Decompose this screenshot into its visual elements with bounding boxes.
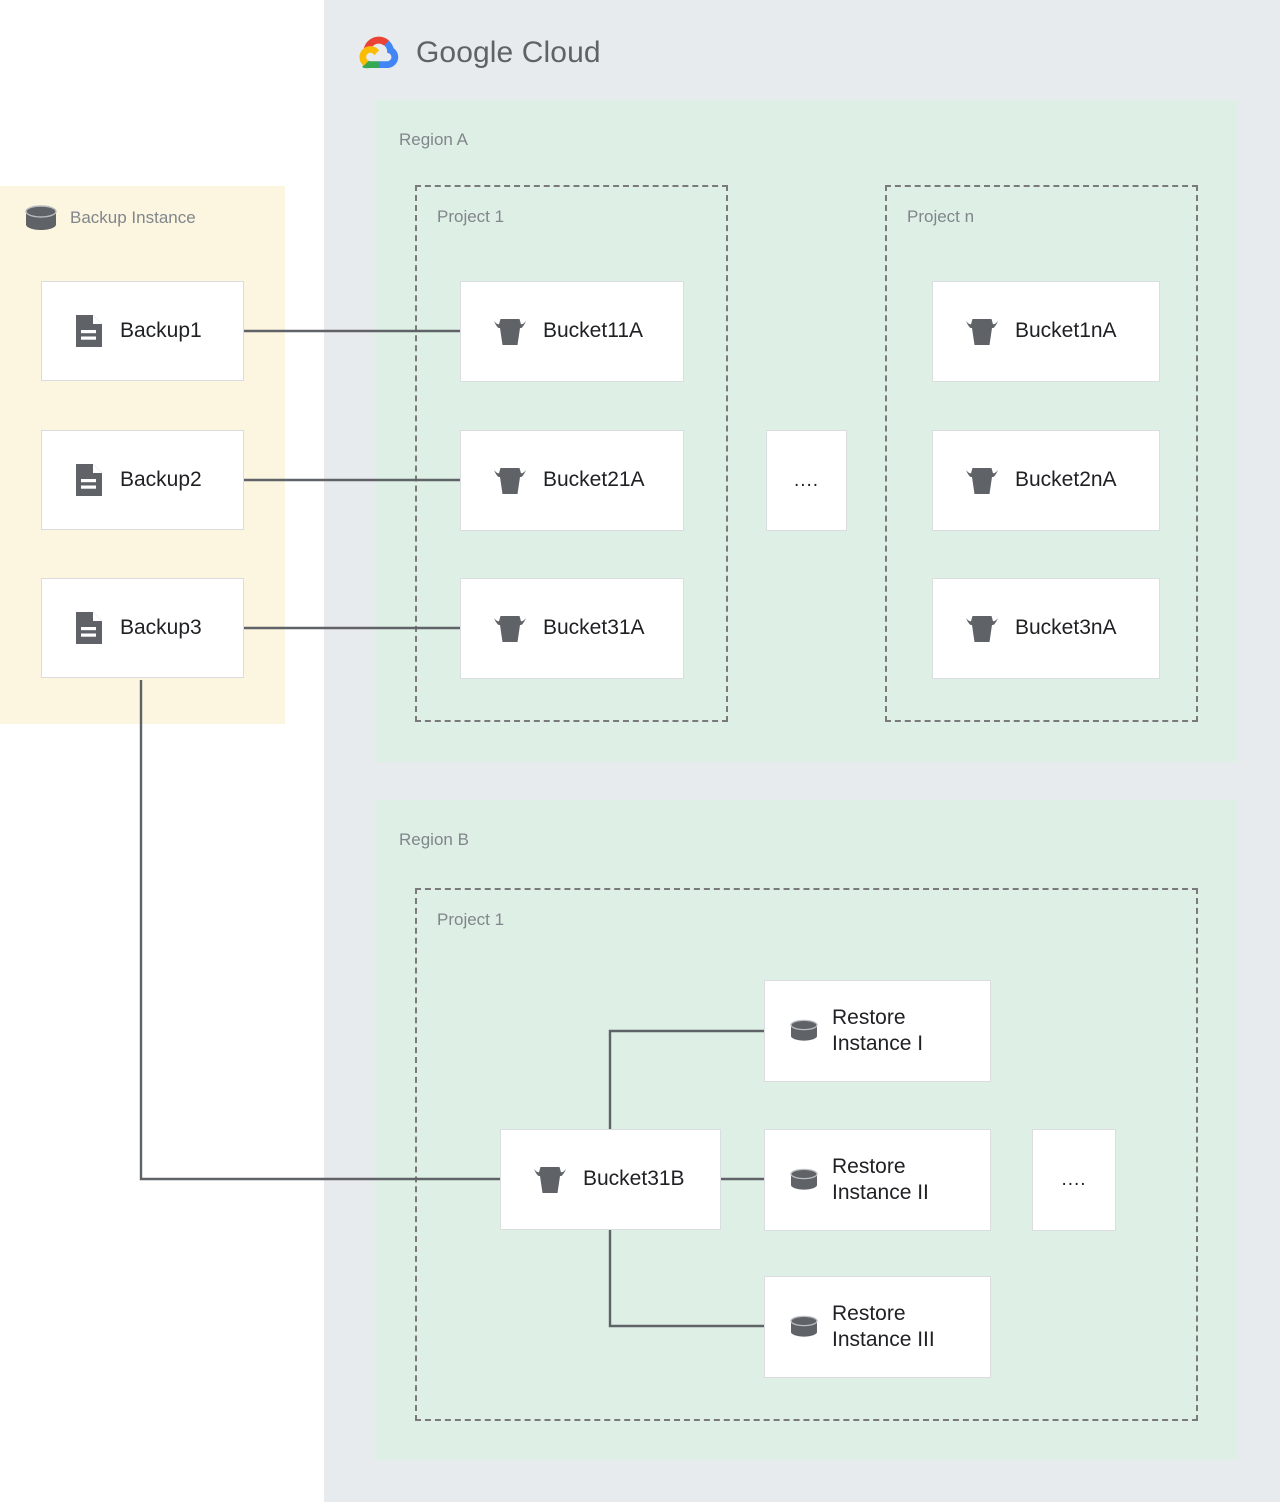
project-1-region-a-label: Project 1 <box>437 207 505 226</box>
node-bucket31b[interactable]: Bucket31B <box>500 1129 721 1230</box>
database-cylinder-icon <box>790 1315 818 1337</box>
node-bucket2na[interactable]: Bucket2nA <box>932 430 1160 531</box>
node-label: Bucket11A <box>543 319 644 343</box>
node-bucket1na[interactable]: Bucket1nA <box>932 281 1160 382</box>
node-label: Bucket3nA <box>1015 616 1117 640</box>
storage-bucket-icon <box>494 615 526 642</box>
node-backup3[interactable]: Backup3 <box>41 578 244 678</box>
database-cylinder-icon <box>25 205 57 230</box>
document-icon <box>76 612 102 644</box>
storage-bucket-icon <box>966 615 998 642</box>
node-label: Bucket21A <box>543 468 645 492</box>
project-1-region-a: Project 1 <box>415 185 728 722</box>
node-label: Backup1 <box>120 318 202 342</box>
storage-bucket-icon <box>534 1166 566 1193</box>
node-label: Restore Instance III <box>832 1301 935 1351</box>
project-1-region-b-label: Project 1 <box>437 910 505 929</box>
node-label: Restore Instance I <box>832 1005 924 1055</box>
node-label: Backup2 <box>120 467 202 491</box>
node-restore-instance-2[interactable]: Restore Instance II <box>764 1129 991 1231</box>
node-restore-instance-1[interactable]: Restore Instance I <box>764 980 991 1082</box>
node-restore-instance-3[interactable]: Restore Instance III <box>764 1276 991 1378</box>
storage-bucket-icon <box>966 318 998 345</box>
project-n-region-a-label: Project n <box>907 207 975 226</box>
node-label: Backup3 <box>120 615 202 639</box>
wordmark-google: Google <box>416 36 514 69</box>
region-a-label: Region A <box>399 130 468 149</box>
storage-bucket-icon <box>494 467 526 494</box>
node-backup2[interactable]: Backup2 <box>41 430 244 530</box>
region-b-label: Region B <box>399 830 469 849</box>
project-n-region-a: Project n <box>885 185 1198 722</box>
wordmark-cloud: Cloud <box>521 36 601 69</box>
ellipsis-label: .... <box>1061 1169 1087 1191</box>
backup-instance-header: Backup Instance <box>24 204 196 232</box>
document-icon <box>76 464 102 496</box>
google-cloud-wordmark: Google Cloud <box>416 36 601 70</box>
node-label: Restore Instance II <box>832 1154 929 1204</box>
node-label: Bucket1nA <box>1015 319 1117 343</box>
node-backup1[interactable]: Backup1 <box>41 281 244 381</box>
google-cloud-logo: Google Cloud <box>355 30 601 76</box>
database-cylinder-icon <box>790 1019 818 1041</box>
storage-bucket-icon <box>494 318 526 345</box>
node-bucket11a[interactable]: Bucket11A <box>460 281 684 382</box>
node-ellipsis-region-b: .... <box>1032 1129 1116 1231</box>
ellipsis-label: .... <box>793 469 820 491</box>
node-label: Bucket31B <box>583 1167 685 1191</box>
node-label: Bucket31A <box>543 616 645 640</box>
node-bucket3na[interactable]: Bucket3nA <box>932 578 1160 679</box>
database-cylinder-icon <box>790 1168 818 1190</box>
backup-instance-title: Backup Instance <box>70 208 196 227</box>
document-icon <box>76 315 102 347</box>
node-ellipsis-region-a: .... <box>766 430 847 531</box>
node-bucket21a[interactable]: Bucket21A <box>460 430 684 531</box>
google-cloud-logo-icon <box>359 36 399 69</box>
node-bucket31a[interactable]: Bucket31A <box>460 578 684 679</box>
storage-bucket-icon <box>966 467 998 494</box>
node-label: Bucket2nA <box>1015 468 1117 492</box>
